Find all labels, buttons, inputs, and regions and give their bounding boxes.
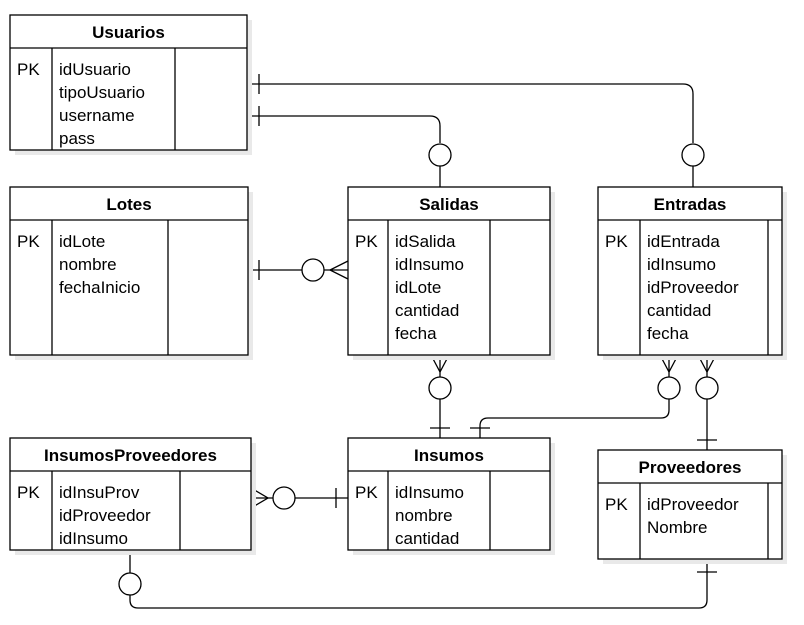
table-field: idInsumo bbox=[647, 255, 716, 274]
table-border bbox=[597, 186, 783, 356]
relationship-usuarios-entradas bbox=[247, 74, 705, 188]
table-title: Usuarios bbox=[92, 23, 165, 42]
table-field: idSalida bbox=[395, 232, 456, 251]
pk-label: PK bbox=[17, 483, 40, 502]
pk-label: PK bbox=[355, 483, 378, 502]
pk-label: PK bbox=[355, 232, 378, 251]
table-title: Insumos bbox=[414, 446, 484, 465]
relationship-usuarios-salidas bbox=[247, 106, 452, 188]
table-border bbox=[9, 186, 249, 356]
table-field: fechaInicio bbox=[59, 278, 140, 297]
table-field: nombre bbox=[395, 506, 453, 525]
table-field: idInsumo bbox=[59, 529, 128, 548]
pk-label: PK bbox=[17, 232, 40, 251]
table-field: fecha bbox=[647, 324, 689, 343]
pk-label: PK bbox=[605, 495, 628, 514]
table-field: pass bbox=[59, 129, 95, 148]
table-border bbox=[347, 186, 551, 356]
table-field: idInsumo bbox=[395, 255, 464, 274]
pk-label: PK bbox=[605, 232, 628, 251]
table-field: cantidad bbox=[395, 529, 459, 548]
table-field: cantidad bbox=[395, 301, 459, 320]
relationship-connectors bbox=[118, 74, 719, 609]
relationship-proveedores-insumosproveedores bbox=[118, 550, 717, 609]
relationship-insumos-entradas bbox=[470, 354, 681, 440]
table-field: idLote bbox=[395, 278, 441, 297]
table-field: cantidad bbox=[647, 301, 711, 320]
relationship-proveedores-entradas bbox=[695, 354, 719, 452]
relationship-lotes-salidas bbox=[248, 258, 349, 282]
table-title: Proveedores bbox=[639, 458, 742, 477]
table-border bbox=[347, 437, 551, 551]
table-field: nombre bbox=[59, 255, 117, 274]
table-title: Entradas bbox=[654, 195, 727, 214]
table-field: idLote bbox=[59, 232, 105, 251]
table-field: idUsuario bbox=[59, 60, 131, 79]
relationship-insumos-insumosproveedores bbox=[250, 486, 348, 510]
table-border bbox=[9, 14, 248, 151]
pk-label: PK bbox=[17, 60, 40, 79]
table-field: idProveedor bbox=[647, 495, 739, 514]
table-field: idInsuProv bbox=[59, 483, 140, 502]
table-field: fecha bbox=[395, 324, 437, 343]
table-field: idProveedor bbox=[647, 278, 739, 297]
table-field: username bbox=[59, 106, 135, 125]
table-field: Nombre bbox=[647, 518, 707, 537]
table-field: idProveedor bbox=[59, 506, 151, 525]
relationship-insumos-salidas bbox=[428, 354, 452, 440]
table-title: Salidas bbox=[419, 195, 479, 214]
table-title: InsumosProveedores bbox=[44, 446, 217, 465]
table-border bbox=[9, 437, 252, 551]
table-title: Lotes bbox=[106, 195, 151, 214]
table-field: idInsumo bbox=[395, 483, 464, 502]
table-border bbox=[597, 449, 783, 560]
table-field: idEntrada bbox=[647, 232, 720, 251]
table-field: tipoUsuario bbox=[59, 83, 145, 102]
